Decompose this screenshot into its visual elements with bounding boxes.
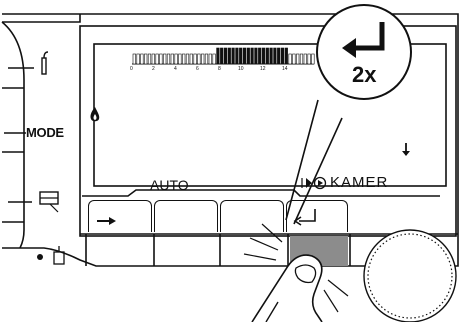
time-slot <box>235 47 239 65</box>
time-slot <box>239 47 243 65</box>
tick-label: 12 <box>260 66 266 72</box>
flame-icon <box>90 107 100 122</box>
tick-label: 4 <box>174 66 177 72</box>
arrow-right-icon <box>97 217 116 225</box>
time-slot <box>242 47 247 65</box>
time-slot <box>284 47 288 65</box>
return-icon <box>342 22 385 58</box>
tap-icon <box>8 51 49 75</box>
time-slot <box>277 47 281 65</box>
time-slot <box>189 53 193 65</box>
time-slot <box>166 53 171 65</box>
time-slot <box>132 53 136 65</box>
time-slot <box>151 53 155 65</box>
time-slot <box>208 53 212 65</box>
tick-label: 2 <box>152 66 155 72</box>
time-slot <box>178 53 182 65</box>
time-slot <box>140 53 144 65</box>
mode-label: MODE <box>26 125 64 140</box>
softkey-3[interactable] <box>220 200 284 232</box>
rotary-knob[interactable] <box>358 222 462 322</box>
time-slot <box>280 47 285 65</box>
time-slot <box>174 53 178 65</box>
play-circle-icon <box>301 176 327 190</box>
callout-circle: 2x <box>316 4 412 100</box>
time-slot <box>197 53 201 65</box>
callout-pointer <box>285 99 343 225</box>
time-slot <box>170 53 174 65</box>
time-slot <box>185 53 190 65</box>
arrow-down-icon <box>402 143 410 156</box>
time-slot <box>147 53 152 65</box>
time-slot <box>311 53 315 65</box>
press-count: 2x <box>352 62 377 87</box>
time-program-bar <box>132 47 315 65</box>
time-slot <box>216 47 220 65</box>
time-slot <box>182 53 186 65</box>
time-slot <box>250 47 254 65</box>
time-slot <box>212 53 216 65</box>
time-slot <box>227 47 231 65</box>
chimney-sweep-button[interactable] <box>32 244 72 270</box>
tick-label: 6 <box>196 66 199 72</box>
softkey-2[interactable] <box>154 200 218 232</box>
time-slot <box>144 53 148 65</box>
time-slot <box>273 47 277 65</box>
time-slot <box>159 53 163 65</box>
time-slot <box>303 53 307 65</box>
time-slot <box>220 47 224 65</box>
time-slot <box>201 53 205 65</box>
shower-icon <box>8 191 59 213</box>
time-slot <box>155 53 159 65</box>
time-slot <box>223 47 228 65</box>
time-slot <box>261 47 266 65</box>
time-slot <box>193 53 197 65</box>
softkey-1[interactable] <box>88 200 152 232</box>
time-slot <box>231 47 235 65</box>
time-slot <box>163 53 167 65</box>
room-indicator: KAMER <box>300 174 440 192</box>
time-slot <box>307 53 311 65</box>
time-slot <box>136 53 140 65</box>
hot-water-button[interactable] <box>6 50 66 78</box>
tick-label: 14 <box>282 66 288 72</box>
room-label: KAMER <box>330 174 389 191</box>
time-slot <box>296 53 300 65</box>
mode-status-text: AUTO <box>150 177 189 193</box>
pressing-finger <box>243 223 349 322</box>
time-slot <box>269 47 273 65</box>
bottom-button-2[interactable] <box>156 236 218 266</box>
tick-label: 10 <box>238 66 244 72</box>
time-slot <box>288 53 292 65</box>
shower-button[interactable] <box>6 188 66 214</box>
time-slot <box>292 53 296 65</box>
bottom-button-1[interactable] <box>88 236 152 266</box>
chimney-sweep-icon <box>37 246 65 265</box>
mode-button[interactable]: MODE <box>2 124 80 142</box>
time-slot <box>258 47 262 65</box>
time-slot <box>265 47 269 65</box>
time-slot <box>204 53 209 65</box>
time-slot <box>254 47 258 65</box>
time-axis: 0 2 4 6 8 10 12 14 <box>130 66 316 74</box>
tick-label: 8 <box>218 66 221 72</box>
time-slot <box>246 47 250 65</box>
time-slot <box>299 53 304 65</box>
tick-label: 0 <box>130 66 133 72</box>
